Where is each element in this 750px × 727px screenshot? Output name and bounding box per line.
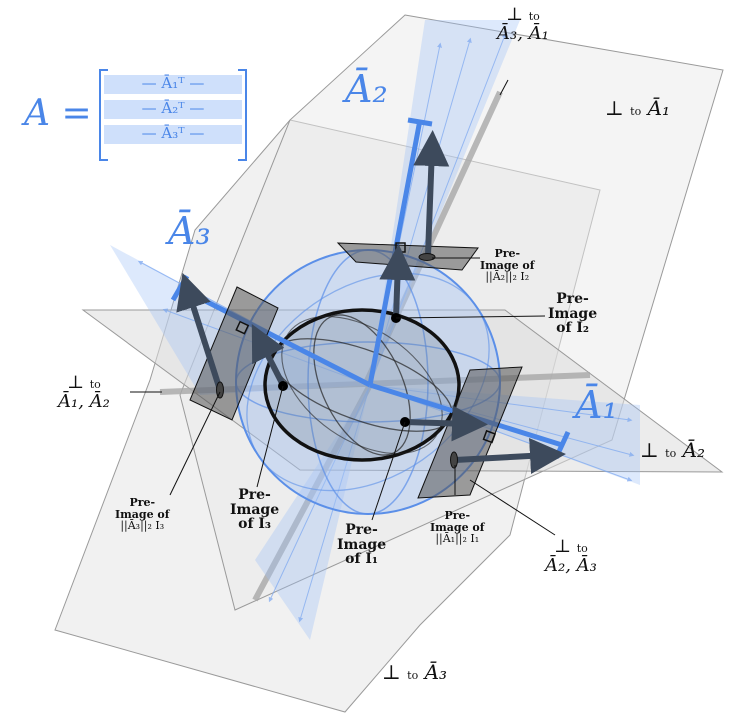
preimage-scaled-a3-label: Pre-Image of||Ā₃||₂ I₃ bbox=[115, 496, 170, 533]
line-perp-a2-a3 bbox=[252, 383, 373, 602]
preimage-scaled-a2-label: Pre-Image of||Ā₂||₂ I₂ bbox=[480, 247, 535, 284]
matrix-box bbox=[99, 69, 247, 161]
plane-perp-a3-label: ⊥ to Ā₃ bbox=[382, 660, 448, 684]
vector-a2-label: Ā₂ bbox=[345, 67, 388, 111]
fan-a2-top bbox=[370, 20, 520, 385]
plane-perp-a2-label: ⊥ to Ā₂ bbox=[640, 438, 706, 462]
dark-arrows bbox=[176, 130, 566, 474]
matrix-row-1: — Ā₁ᵀ — bbox=[141, 74, 205, 92]
fan-a2-bottom bbox=[255, 385, 370, 640]
matrix-row-2: — Ā₂ᵀ — bbox=[141, 99, 205, 117]
tip-plane-a3 bbox=[189, 286, 279, 421]
preimage-scaled-a1-label: Pre-Image of||Ā₁||₂ I₁ bbox=[430, 509, 485, 546]
line-perp-a3-a1-label: ⊥ to Ā₃, Ā₁ bbox=[497, 4, 549, 44]
vector-a1-label: Ā₁ bbox=[575, 383, 618, 427]
matrix-row-3: — Ā₃ᵀ — bbox=[141, 124, 205, 142]
matrix-lhs: A = bbox=[24, 93, 92, 134]
plane-perp-a1-label: ⊥ to Ā₁ bbox=[605, 96, 671, 120]
line-perp-a2-a3-label: ⊥ to Ā₂, Ā₃ bbox=[545, 536, 597, 576]
vector-a3-label: Ā₃ bbox=[168, 209, 211, 253]
leader-lines bbox=[130, 79, 556, 536]
image-ellipsoid bbox=[263, 308, 461, 462]
line-perp-a1-a2-label: ⊥ to Ā₁, Ā₂ bbox=[58, 372, 110, 412]
